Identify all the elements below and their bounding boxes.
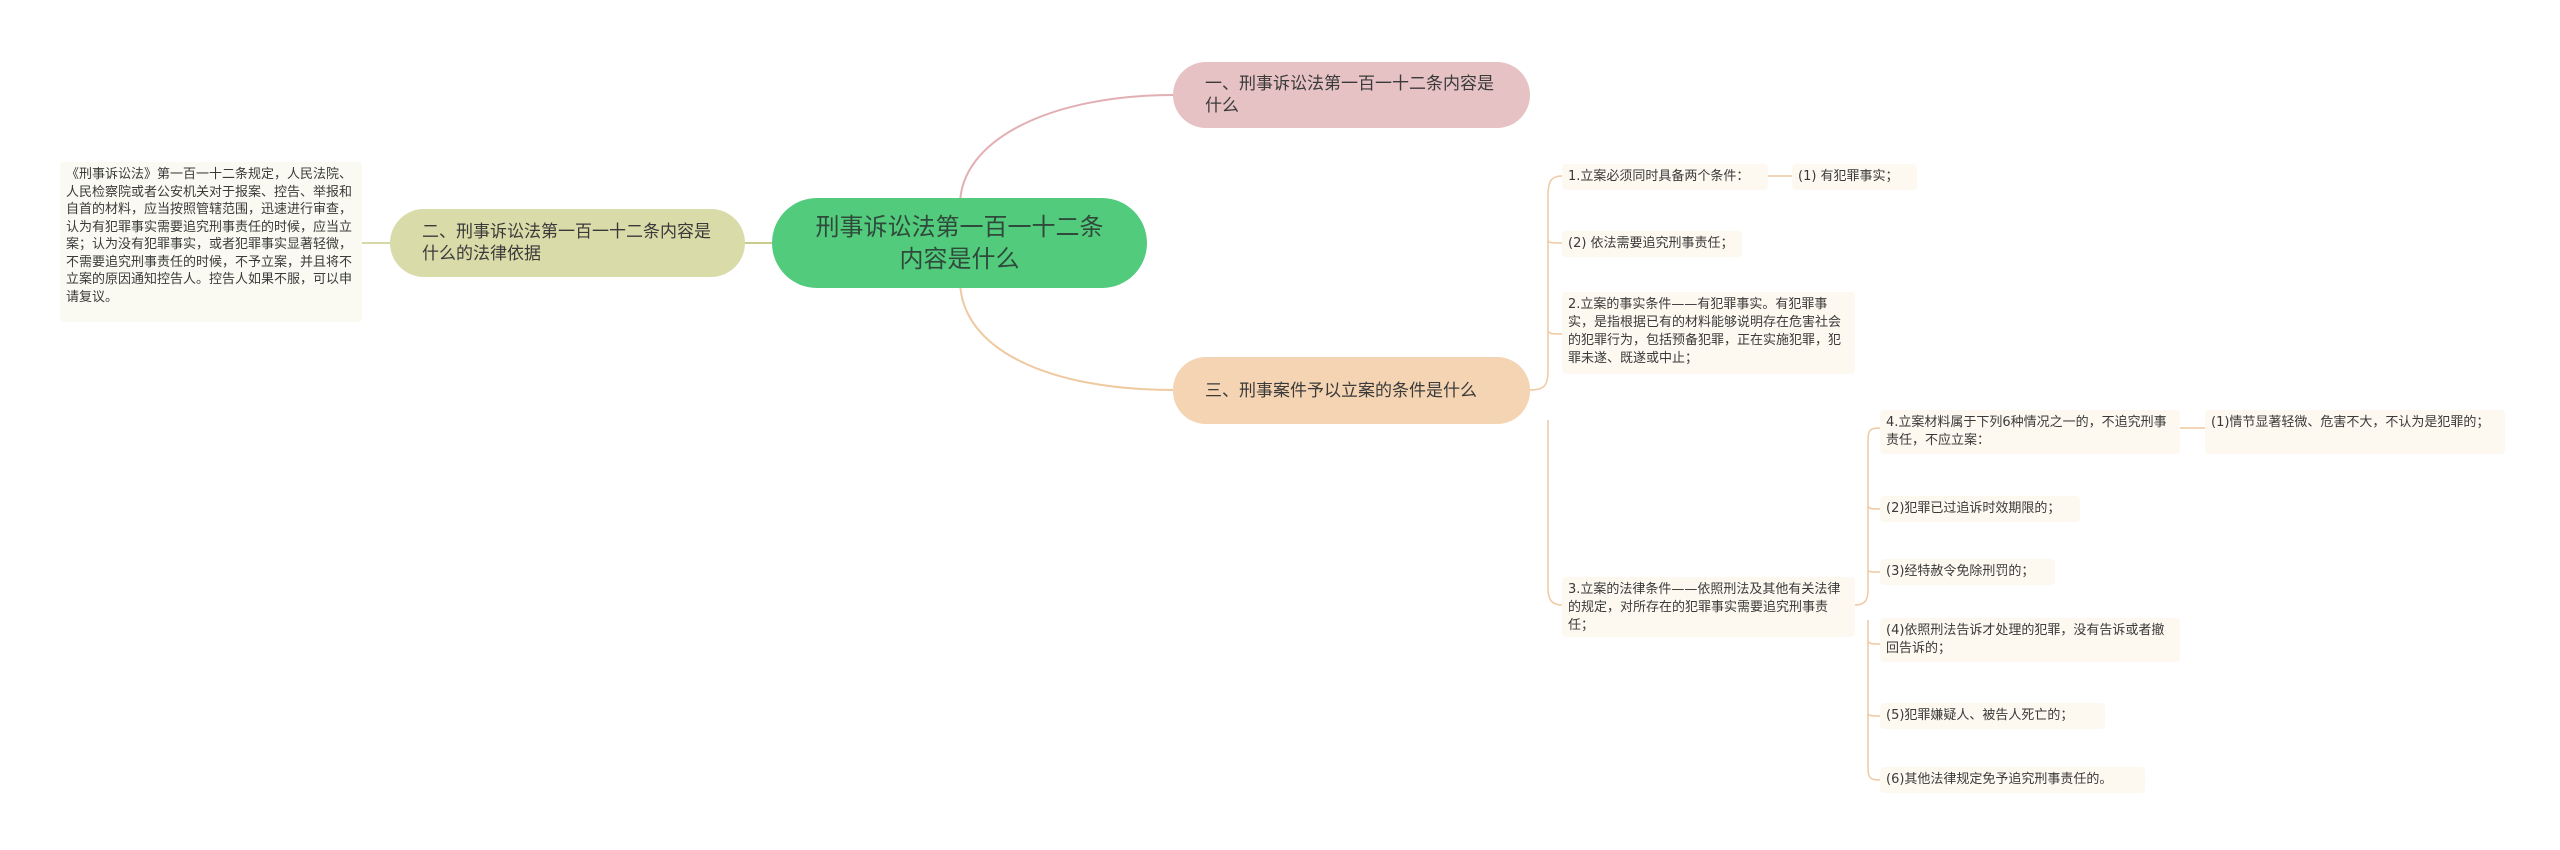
leaf-c3[interactable]: 2.立案的事实条件——有犯罪事实。有犯罪事实，是指根据已有的材料能够说明存在危害…	[1562, 292, 1855, 374]
root-topic[interactable]: 刑事诉讼法第一百一十二条内容是什么	[772, 198, 1147, 288]
leaf-d5-text: (5)犯罪嫌疑人、被告人死亡的；	[1886, 708, 2074, 723]
branch-1-node[interactable]: 一、刑事诉讼法第一百一十二条内容是什么	[1173, 62, 1530, 128]
leaf-c2[interactable]: (2) 依法需要追究刑事责任；	[1562, 231, 1742, 257]
branch-1-label: 一、刑事诉讼法第一百一十二条内容是什么	[1205, 74, 1494, 116]
leaf-d4[interactable]: (4)依照刑法告诉才处理的犯罪，没有告诉或者撤回告诉的；	[1880, 618, 2180, 662]
branch-2-leaf[interactable]: 《刑事诉讼法》第一百一十二条规定，人民法院、人民检察院或者公安机关对于报案、控告…	[60, 162, 362, 322]
leaf-c1a-text: (1) 有犯罪事实；	[1798, 169, 1899, 184]
leaf-c4-text: 3.立案的法律条件——依照刑法及其他有关法律的规定，对所存在的犯罪事实需要追究刑…	[1568, 582, 1841, 633]
leaf-d1a-text: (1)情节显著轻微、危害不大，不认为是犯罪的；	[2211, 415, 2490, 430]
leaf-d3-text: (3)经特赦令免除刑罚的；	[1886, 564, 2035, 579]
leaf-d6[interactable]: (6)其他法律规定免予追究刑事责任的。	[1880, 767, 2145, 793]
leaf-d2-text: (2)犯罪已过追诉时效期限的；	[1886, 501, 2061, 516]
leaf-d2[interactable]: (2)犯罪已过追诉时效期限的；	[1880, 496, 2080, 522]
leaf-c1[interactable]: 1.立案必须同时具备两个条件：	[1562, 164, 1768, 190]
branch-2-node[interactable]: 二、刑事诉讼法第一百一十二条内容是什么的法律依据	[390, 209, 745, 277]
branch-3-node[interactable]: 三、刑事案件予以立案的条件是什么	[1173, 357, 1530, 424]
branch-2-label: 二、刑事诉讼法第一百一十二条内容是什么的法律依据	[422, 222, 711, 264]
leaf-d1a[interactable]: (1)情节显著轻微、危害不大，不认为是犯罪的；	[2205, 410, 2505, 454]
leaf-c3-text: 2.立案的事实条件——有犯罪事实。有犯罪事实，是指根据已有的材料能够说明存在危害…	[1568, 297, 1842, 366]
link-root-branch1	[959, 94, 1174, 206]
leaf-d3[interactable]: (3)经特赦令免除刑罚的；	[1880, 559, 2055, 585]
branch-2-leaf-text: 《刑事诉讼法》第一百一十二条规定，人民法院、人民检察院或者公安机关对于报案、控告…	[66, 167, 353, 305]
leaf-d1-text: 4.立案材料属于下列6种情况之一的，不追究刑事责任，不应立案：	[1886, 415, 2167, 448]
leaf-d1[interactable]: 4.立案材料属于下列6种情况之一的，不追究刑事责任，不应立案：	[1880, 410, 2180, 454]
leaf-c1a[interactable]: (1) 有犯罪事实；	[1792, 164, 1917, 190]
leaf-c2-text: (2) 依法需要追究刑事责任；	[1568, 236, 1734, 251]
leaf-d4-text: (4)依照刑法告诉才处理的犯罪，没有告诉或者撤回告诉的；	[1886, 623, 2165, 656]
leaf-d5[interactable]: (5)犯罪嫌疑人、被告人死亡的；	[1880, 703, 2105, 729]
branch-3-label: 三、刑事案件予以立案的条件是什么	[1205, 380, 1477, 401]
root-topic-label: 刑事诉讼法第一百一十二条内容是什么	[815, 213, 1104, 273]
link-root-branch3	[959, 279, 1174, 391]
leaf-c1-text: 1.立案必须同时具备两个条件：	[1568, 169, 1750, 184]
link-branch3-bracket	[1529, 175, 1563, 606]
leaf-d6-text: (6)其他法律规定免予追究刑事责任的。	[1886, 772, 2113, 787]
link-c4-bracket	[1854, 427, 1881, 781]
leaf-c4[interactable]: 3.立案的法律条件——依照刑法及其他有关法律的规定，对所存在的犯罪事实需要追究刑…	[1562, 577, 1855, 637]
